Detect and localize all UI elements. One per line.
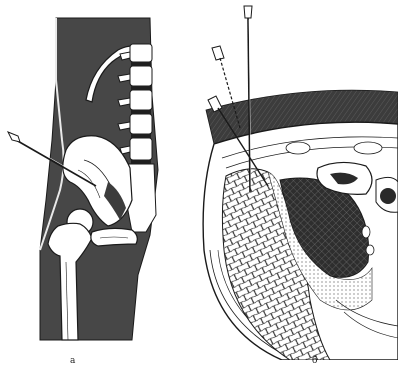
panel-label-a: а <box>70 356 75 366</box>
panel-b-drawing <box>203 6 398 360</box>
panel-label-b: б <box>312 356 317 366</box>
panel-a-drawing <box>8 18 158 340</box>
